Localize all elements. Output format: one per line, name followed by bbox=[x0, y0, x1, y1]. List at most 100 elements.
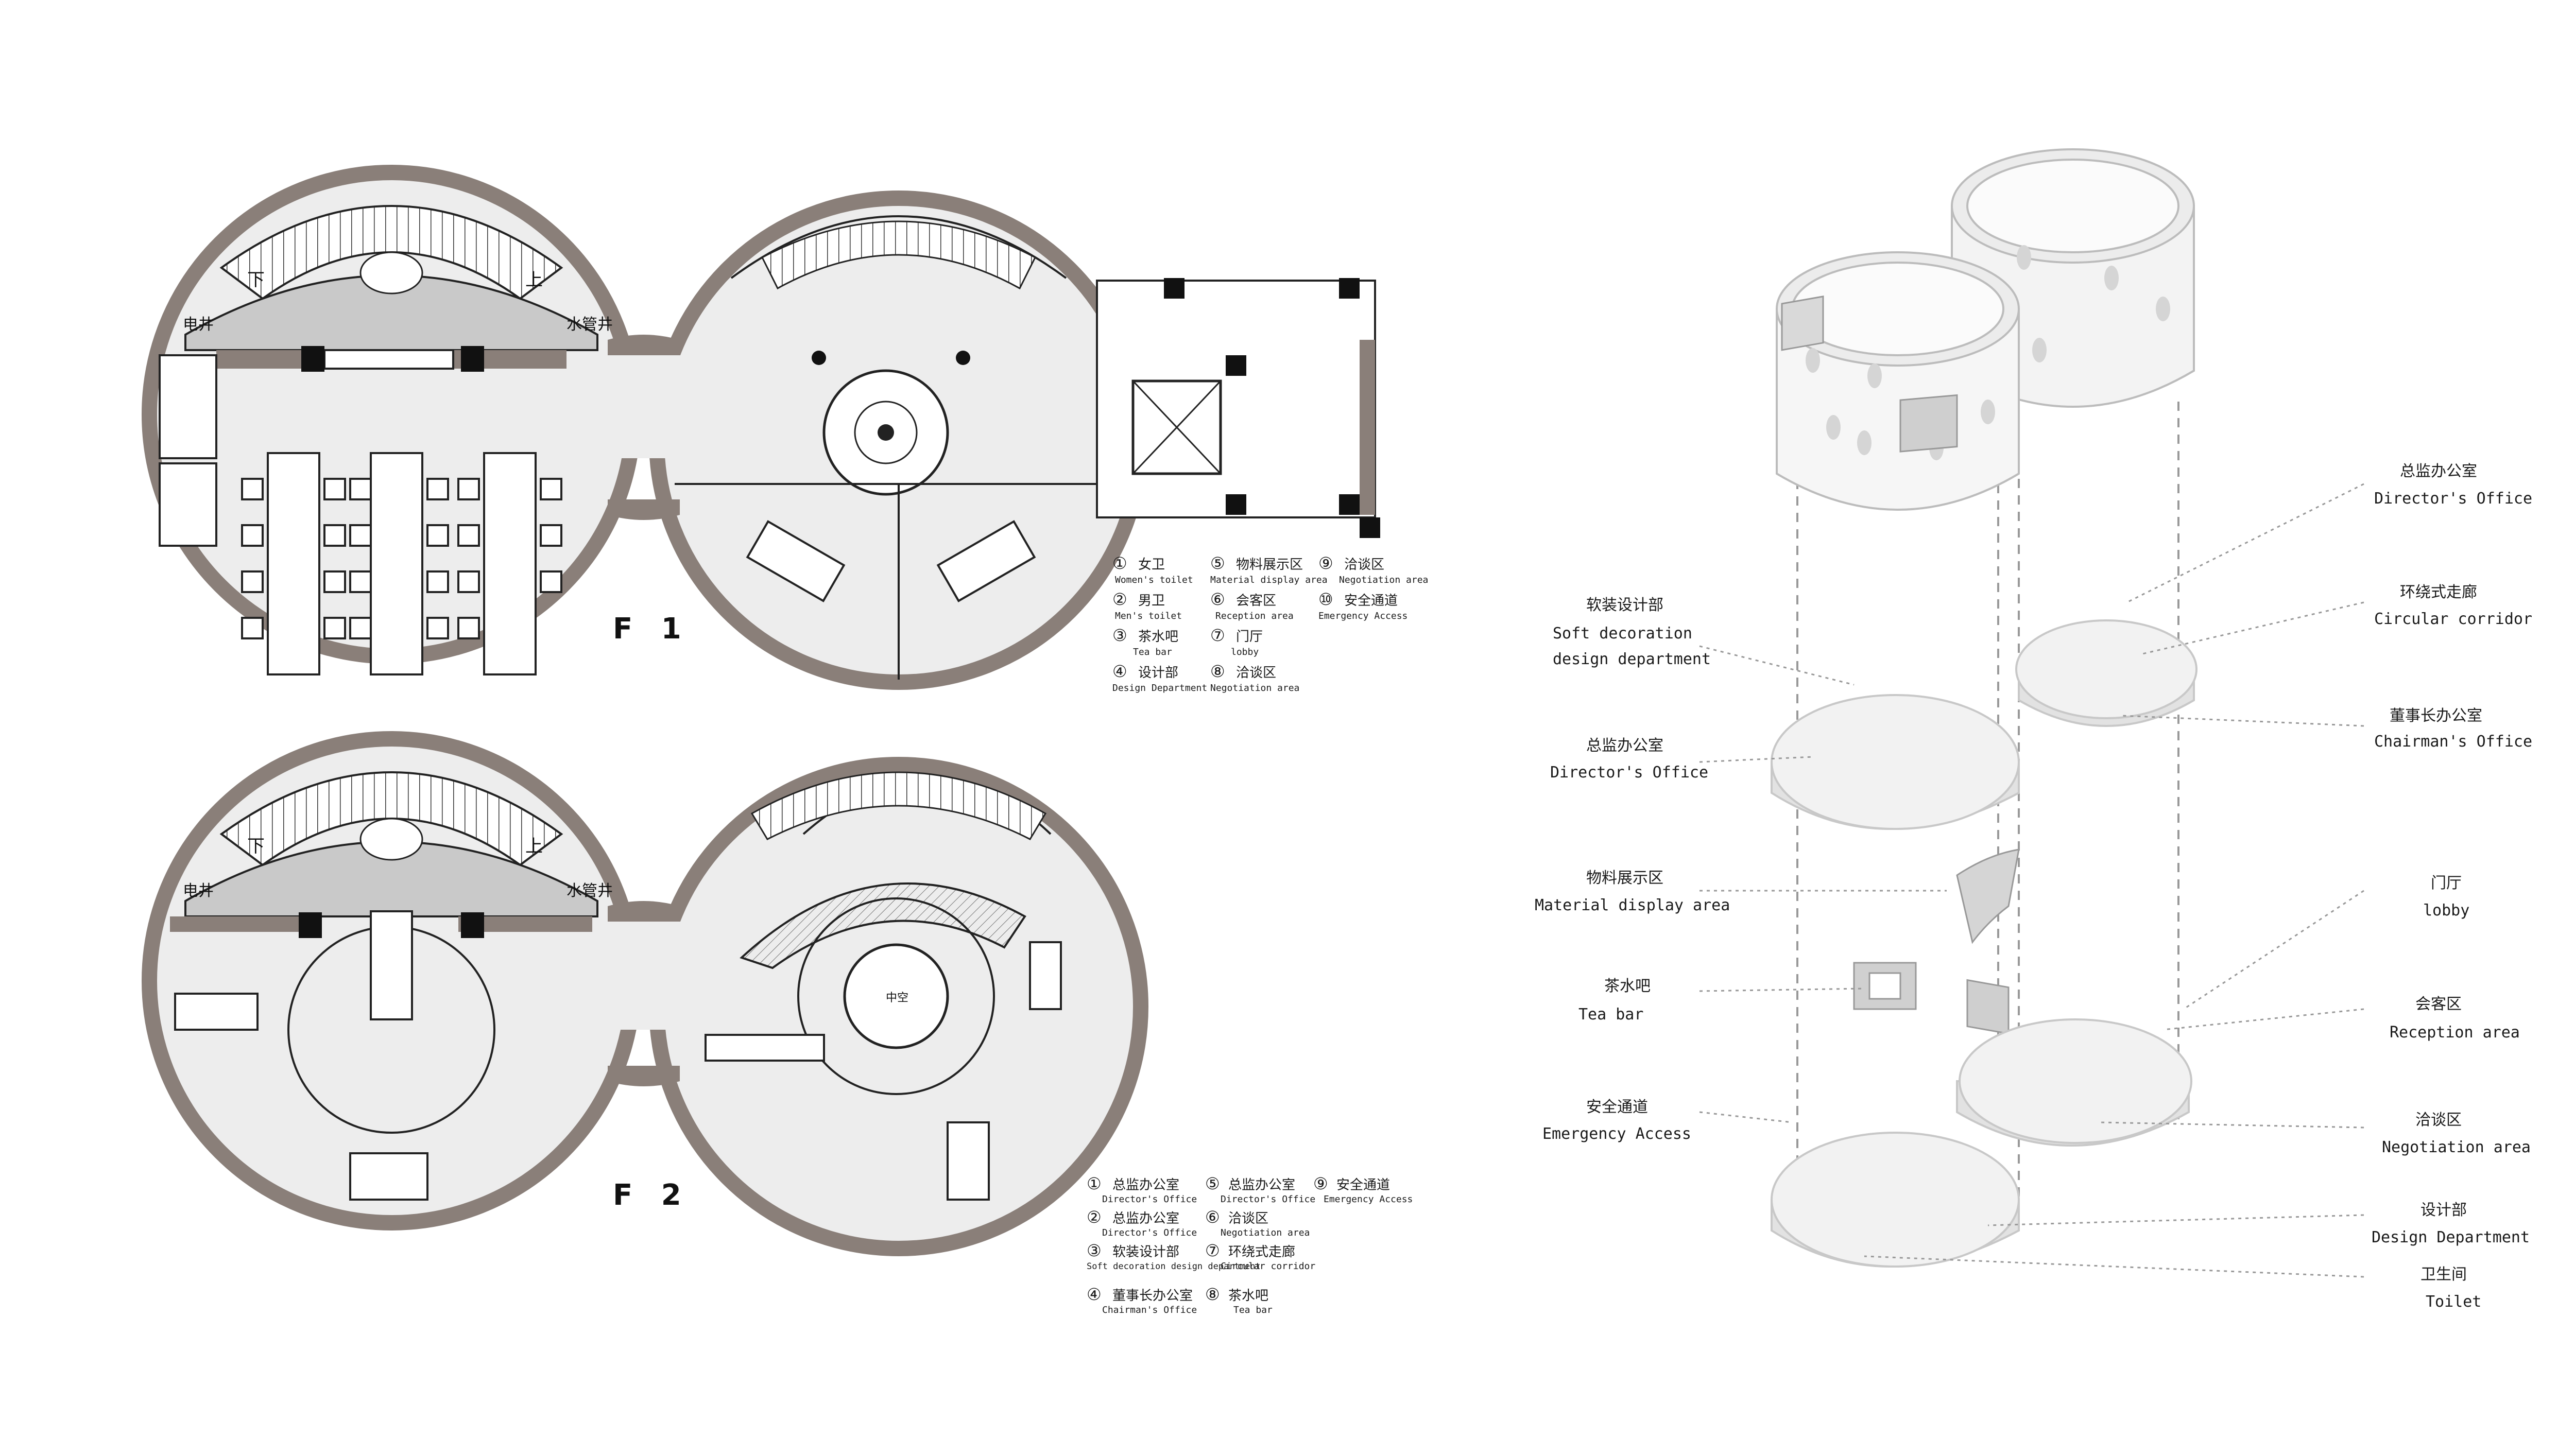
svg-text:环绕式走廊: 环绕式走廊 bbox=[2400, 583, 2477, 601]
svg-text:Design Department: Design Department bbox=[2372, 1228, 2530, 1246]
svg-text:⑦: ⑦ bbox=[1205, 1241, 1220, 1260]
svg-text:门厅: 门厅 bbox=[2431, 874, 2462, 892]
svg-text:安全通道: 安全通道 bbox=[1344, 593, 1398, 609]
svg-text:设计部: 设计部 bbox=[2420, 1201, 2467, 1219]
svg-text:环绕式走廊: 环绕式走廊 bbox=[1228, 1244, 1295, 1260]
f1-room-water: 水管井 bbox=[566, 316, 613, 334]
svg-text:Material display area: Material display area bbox=[1535, 896, 1730, 914]
svg-text:Director's Office: Director's Office bbox=[1550, 764, 1708, 782]
svg-text:⑥: ⑥ bbox=[1205, 1207, 1220, 1227]
svg-text:⑤: ⑤ bbox=[1210, 553, 1225, 573]
svg-text:lobby: lobby bbox=[1231, 647, 1259, 657]
svg-text:总监办公室: 总监办公室 bbox=[1228, 1177, 1295, 1193]
svg-text:Director's Office: Director's Office bbox=[1221, 1194, 1315, 1205]
f1-room-up: 上 bbox=[525, 270, 543, 290]
svg-text:茶水吧: 茶水吧 bbox=[1604, 977, 1651, 995]
svg-text:Chairman's Office: Chairman's Office bbox=[1102, 1305, 1197, 1315]
svg-text:Negotiation area: Negotiation area bbox=[1339, 575, 1428, 585]
svg-text:①: ① bbox=[1087, 1174, 1102, 1193]
svg-text:Negotiation area: Negotiation area bbox=[1221, 1227, 1310, 1238]
svg-text:⑦: ⑦ bbox=[1210, 626, 1225, 645]
svg-text:设计部: 设计部 bbox=[1138, 665, 1178, 681]
svg-text:⑩: ⑩ bbox=[1318, 590, 1333, 609]
svg-text:茶水吧: 茶水吧 bbox=[1228, 1288, 1268, 1304]
svg-text:软装设计部: 软装设计部 bbox=[1586, 596, 1663, 614]
svg-text:Tea bar: Tea bar bbox=[1233, 1305, 1273, 1315]
svg-text:⑧: ⑧ bbox=[1210, 662, 1225, 681]
svg-text:洽谈区: 洽谈区 bbox=[1228, 1211, 1268, 1226]
floor-plan-f1: 下 上 电井 水管井 F 1 ① 女卫 Women's toilet ⑤ 物料展… bbox=[142, 165, 1428, 694]
svg-text:②: ② bbox=[1112, 590, 1127, 609]
svg-text:总监办公室: 总监办公室 bbox=[1112, 1211, 1179, 1226]
svg-text:Tea bar: Tea bar bbox=[1133, 647, 1172, 657]
svg-text:洽谈区: 洽谈区 bbox=[1344, 557, 1384, 573]
design-department-desks bbox=[241, 452, 562, 675]
svg-text:Circular corridor: Circular corridor bbox=[1221, 1261, 1315, 1272]
svg-text:门厅: 门厅 bbox=[1236, 629, 1263, 645]
svg-text:Soft decoration: Soft decoration bbox=[1553, 625, 1692, 643]
svg-text:④: ④ bbox=[1087, 1285, 1102, 1304]
svg-text:Director's Office: Director's Office bbox=[1102, 1194, 1197, 1205]
svg-text:Toilet: Toilet bbox=[2426, 1293, 2481, 1311]
svg-text:⑨: ⑨ bbox=[1318, 553, 1333, 573]
svg-text:Circular corridor: Circular corridor bbox=[2374, 610, 2532, 628]
svg-text:Negotiation area: Negotiation area bbox=[1210, 683, 1299, 694]
svg-text:design department: design department bbox=[1553, 650, 1711, 668]
svg-text:卫生间: 卫生间 bbox=[2420, 1266, 2467, 1284]
svg-text:Emergency Access: Emergency Access bbox=[1542, 1125, 1691, 1143]
svg-text:Tea bar: Tea bar bbox=[1578, 1006, 1643, 1024]
svg-text:④: ④ bbox=[1112, 662, 1127, 681]
svg-text:Chairman's Office: Chairman's Office bbox=[2374, 733, 2532, 751]
svg-text:会客区: 会客区 bbox=[1236, 593, 1276, 609]
axon-right-labels: 总监办公室 Director's Office 环绕式走廊 Circular c… bbox=[2372, 462, 2532, 1311]
svg-text:物料展示区: 物料展示区 bbox=[1236, 557, 1303, 573]
svg-text:Director's Office: Director's Office bbox=[1102, 1227, 1197, 1238]
svg-text:⑨: ⑨ bbox=[1313, 1174, 1328, 1193]
svg-text:①: ① bbox=[1112, 553, 1127, 573]
svg-text:②: ② bbox=[1087, 1207, 1102, 1227]
f2-legend: ① 总监办公室 Director's Office ⑤ 总监办公室 Direct… bbox=[1087, 1174, 1413, 1315]
svg-text:总监办公室: 总监办公室 bbox=[1112, 1177, 1179, 1193]
svg-text:安全通道: 安全通道 bbox=[1336, 1177, 1390, 1193]
axonometric-explosion: 软装设计部 Soft decoration design department … bbox=[1535, 148, 2532, 1311]
svg-text:Men's toilet: Men's toilet bbox=[1115, 611, 1182, 621]
svg-text:lobby: lobby bbox=[2423, 902, 2469, 920]
svg-text:女卫: 女卫 bbox=[1138, 557, 1165, 573]
svg-text:Emergency Access: Emergency Access bbox=[1318, 611, 1407, 621]
f2-title: F 2 bbox=[613, 1178, 691, 1212]
svg-text:Soft decoration design departm: Soft decoration design department bbox=[1087, 1261, 1261, 1272]
svg-text:③: ③ bbox=[1087, 1241, 1102, 1260]
f2-room-down: 下 bbox=[247, 836, 265, 857]
f1-title: F 1 bbox=[613, 612, 691, 646]
svg-text:Reception area: Reception area bbox=[1215, 611, 1294, 621]
svg-text:Negotiation area: Negotiation area bbox=[2382, 1138, 2531, 1156]
f2-void-label: 中空 bbox=[886, 992, 908, 1004]
svg-text:③: ③ bbox=[1112, 626, 1127, 645]
svg-text:Emergency Access: Emergency Access bbox=[1324, 1194, 1413, 1205]
svg-text:会客区: 会客区 bbox=[2415, 995, 2462, 1013]
svg-text:总监办公室: 总监办公室 bbox=[2400, 462, 2477, 480]
f2-room-up: 上 bbox=[525, 836, 543, 857]
svg-text:洽谈区: 洽谈区 bbox=[2415, 1111, 2462, 1129]
svg-text:Reception area: Reception area bbox=[2390, 1024, 2520, 1042]
svg-text:洽谈区: 洽谈区 bbox=[1236, 665, 1276, 681]
svg-text:茶水吧: 茶水吧 bbox=[1138, 629, 1178, 645]
svg-text:男卫: 男卫 bbox=[1138, 593, 1165, 609]
svg-text:Women's toilet: Women's toilet bbox=[1115, 575, 1193, 585]
svg-text:Material display area: Material display area bbox=[1210, 575, 1328, 585]
svg-text:安全通道: 安全通道 bbox=[1586, 1098, 1648, 1116]
svg-text:Director's Office: Director's Office bbox=[2374, 490, 2532, 508]
svg-text:董事长办公室: 董事长办公室 bbox=[1112, 1288, 1193, 1304]
axon-left-labels: 软装设计部 Soft decoration design department … bbox=[1535, 596, 1730, 1143]
svg-text:总监办公室: 总监办公室 bbox=[1586, 737, 1663, 755]
f2-room-water: 水管井 bbox=[566, 882, 613, 900]
f1-room-down: 下 bbox=[247, 270, 265, 290]
f2-room-elec: 电井 bbox=[183, 882, 214, 900]
svg-text:⑤: ⑤ bbox=[1205, 1174, 1220, 1193]
floor-plan-f2: 中空 电井 水管井 下 上 F 2 ① 总监办公室 Director's Off… bbox=[142, 731, 1413, 1315]
svg-text:Design Department: Design Department bbox=[1112, 683, 1207, 694]
svg-text:⑥: ⑥ bbox=[1210, 590, 1225, 609]
svg-text:⑧: ⑧ bbox=[1205, 1285, 1220, 1304]
f1-legend: ① 女卫 Women's toilet ⑤ 物料展示区 Material dis… bbox=[1112, 553, 1428, 694]
